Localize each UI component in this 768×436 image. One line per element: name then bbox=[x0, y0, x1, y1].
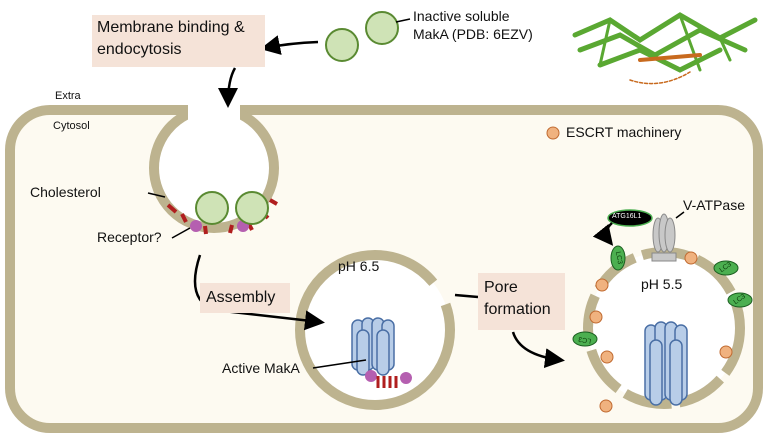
lc3-proteins bbox=[572, 245, 753, 347]
assembly-box bbox=[200, 283, 290, 313]
extra-label: Extra bbox=[55, 90, 81, 102]
maka-monomer bbox=[325, 28, 359, 62]
cholesterol-label: Cholesterol bbox=[30, 184, 101, 200]
arrow-endocytosis bbox=[218, 67, 239, 108]
assembly-label: Assembly bbox=[206, 289, 276, 306]
ph65-label: pH 6.5 bbox=[338, 258, 380, 274]
v-atpase-label: V-ATPase bbox=[683, 197, 745, 213]
maka-monomer bbox=[195, 191, 229, 225]
arrow-pore-formation bbox=[454, 293, 560, 360]
atg16l1-protein bbox=[607, 209, 653, 227]
arrow-to-membrane-box bbox=[260, 35, 319, 55]
cholesterol-marks bbox=[376, 376, 398, 388]
maka-monomer bbox=[235, 191, 269, 225]
membrane-binding-label: Membrane binding & bbox=[97, 19, 245, 36]
maka-structure-image bbox=[572, 12, 758, 85]
active-maka-label: Active MakA bbox=[222, 360, 300, 376]
escrt-particles bbox=[546, 126, 733, 413]
arrow-atg16l1 bbox=[592, 222, 614, 246]
inactive-label: Inactive soluble bbox=[413, 8, 510, 24]
v-atpase bbox=[651, 213, 677, 262]
receptor-label: Receptor? bbox=[97, 229, 162, 245]
maka-pore-assembled bbox=[351, 317, 412, 384]
inactive-pdb-label: MakA (PDB: 6EZV) bbox=[413, 26, 533, 42]
escrt-label: ESCRT machinery bbox=[566, 124, 682, 140]
ph55-label: pH 5.5 bbox=[641, 276, 683, 292]
endocytosis-label: endocytosis bbox=[97, 41, 182, 58]
atg16l1-label: ATG16L1 bbox=[612, 213, 642, 220]
membrane-binding-box bbox=[92, 15, 265, 67]
formation-label: formation bbox=[484, 301, 551, 318]
pore-formation-box bbox=[478, 273, 565, 330]
maka-pore-inserted bbox=[644, 321, 688, 406]
cytosol-label: Cytosol bbox=[53, 120, 90, 132]
maka-monomer bbox=[365, 11, 399, 45]
receptor bbox=[190, 220, 202, 232]
pore-label: Pore bbox=[484, 279, 518, 296]
